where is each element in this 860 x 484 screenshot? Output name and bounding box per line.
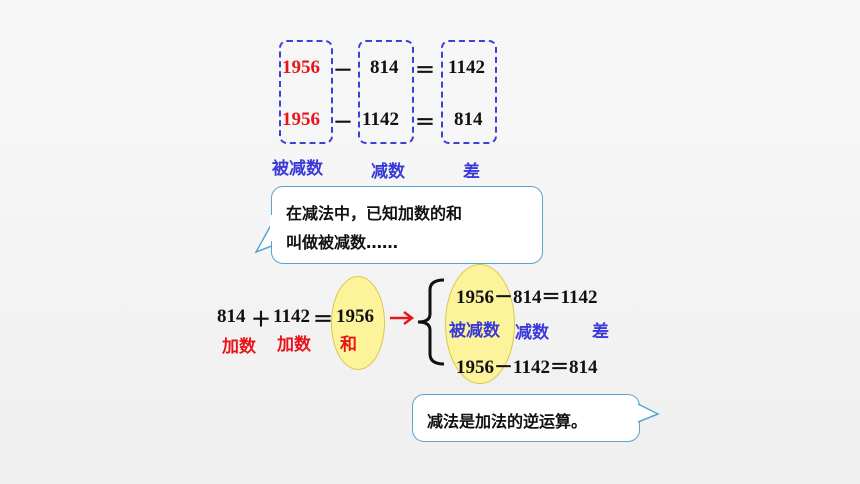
label-subtrahend: 减数 xyxy=(371,162,405,182)
curly-bracket xyxy=(417,278,445,366)
bubble2-text: 减法是加法的逆运算。 xyxy=(427,412,588,431)
derived-label-subtrahend: 减数 xyxy=(515,323,549,343)
addend-b: 1142 xyxy=(273,306,310,327)
sum-highlight-ellipse xyxy=(331,276,385,370)
sum-value: 1956 xyxy=(336,306,374,327)
difference-box xyxy=(441,40,497,144)
minuend-highlight-ellipse xyxy=(445,264,515,384)
derived-label-minuend: 被减数 xyxy=(449,321,500,341)
label-addend-a: 加数 xyxy=(222,337,256,357)
label-addend-b: 加数 xyxy=(277,335,311,355)
row1-difference: 1142 xyxy=(448,57,485,78)
bubble1-line2: 叫做被减数…… xyxy=(286,233,399,252)
label-difference: 差 xyxy=(463,162,480,182)
label-sum: 和 xyxy=(340,335,357,355)
row2-difference: 814 xyxy=(454,109,483,130)
row2-equals-sign: ＝ xyxy=(415,110,435,134)
row1-equals-sign: ＝ xyxy=(415,58,435,82)
derived-equation-2: 1956－1142＝814 xyxy=(456,357,598,378)
subtrahend-box xyxy=(358,40,414,144)
row1-minus-sign: － xyxy=(333,58,353,82)
speech-bubble-definition: 在减法中，已知加数的和 叫做被减数…… xyxy=(271,186,543,264)
arrow-right-icon xyxy=(390,311,415,325)
addition-equals-sign: ＝ xyxy=(313,307,333,331)
row2-subtrahend: 1142 xyxy=(362,109,399,130)
bubble1-tail-cover xyxy=(270,215,274,241)
row2-minuend: 1956 xyxy=(282,109,320,130)
minuend-box xyxy=(279,40,333,144)
bubble2-tail xyxy=(636,403,660,423)
bubble1-line1: 在减法中，已知加数的和 xyxy=(286,204,463,223)
row1-minuend: 1956 xyxy=(282,57,320,78)
derived-equation-1: 1956－814＝1142 xyxy=(456,287,598,308)
derived-label-difference: 差 xyxy=(592,322,609,342)
label-minuend: 被减数 xyxy=(272,159,323,179)
row2-minus-sign: － xyxy=(333,110,353,134)
plus-sign: ＋ xyxy=(251,307,271,331)
speech-bubble-inverse-operation: 减法是加法的逆运算。 xyxy=(412,394,640,442)
addend-a: 814 xyxy=(217,306,246,327)
row1-subtrahend: 814 xyxy=(370,57,399,78)
